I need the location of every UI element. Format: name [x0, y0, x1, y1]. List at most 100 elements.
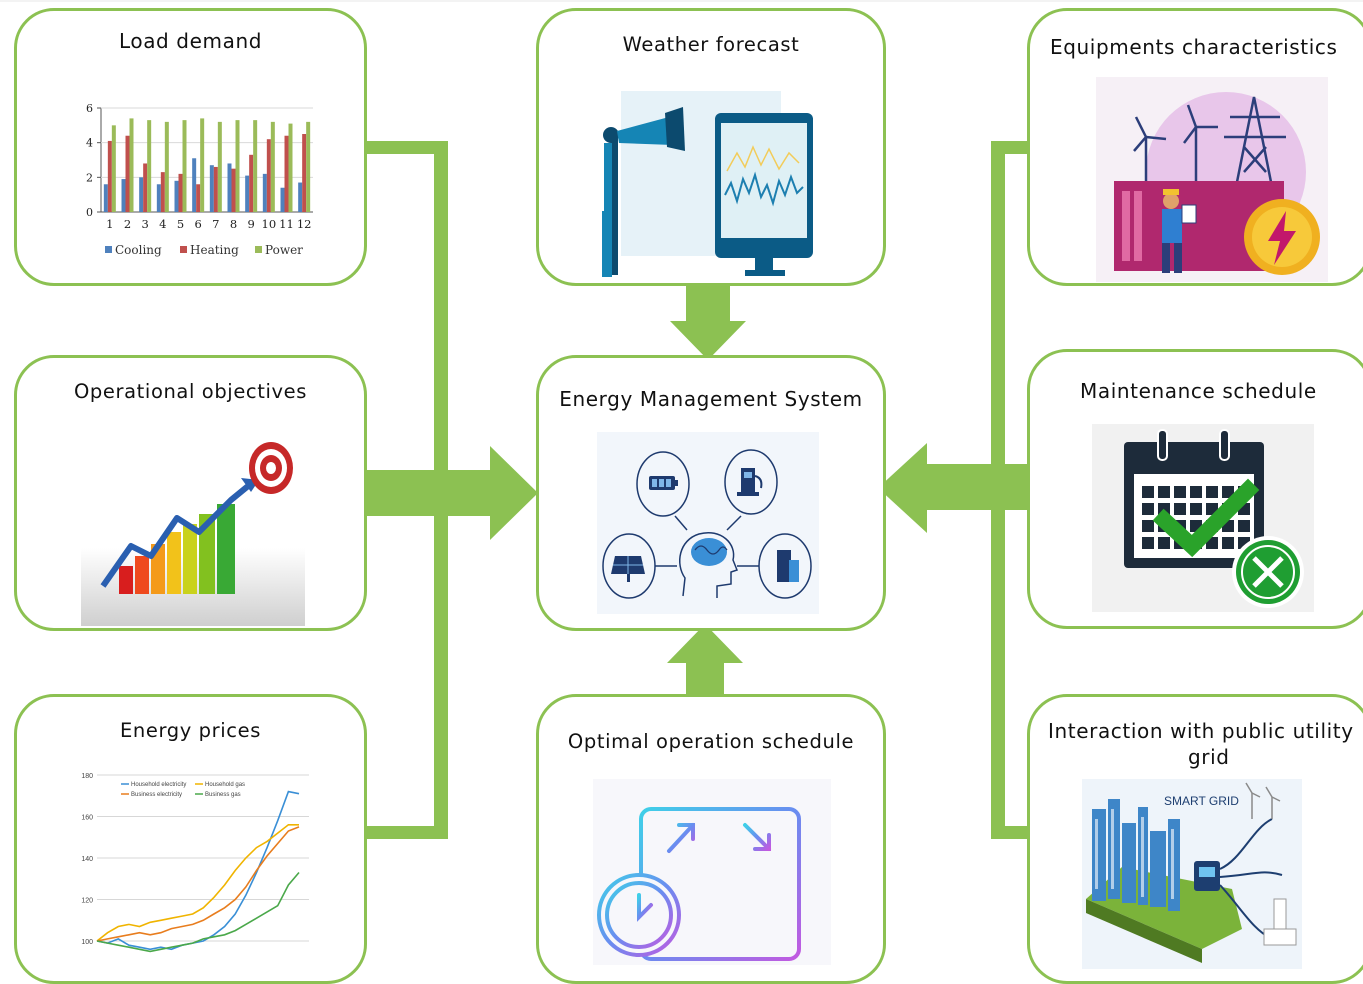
calendar-day-cell: [1142, 503, 1154, 515]
ems-building-node: [758, 533, 812, 599]
arrow-left-head: [490, 446, 538, 540]
ld-bar-cooling: [174, 180, 179, 212]
weather-forecast-title: Weather forecast: [622, 33, 800, 56]
ld-bar-power: [253, 120, 258, 212]
top-border: [0, 0, 1363, 2]
monitor-forecast-icon: [715, 113, 813, 276]
energy-management-system-title: Energy Management System: [559, 387, 863, 411]
calendar-day-cell: [1190, 486, 1202, 498]
calendar-day-cell: [1222, 486, 1234, 498]
optimal-operation-schedule-title: Optimal operation schedule: [567, 730, 855, 753]
calendar-day-cell: [1142, 537, 1154, 549]
calendar-day-cell: [1142, 520, 1154, 532]
ep-series-line: [96, 823, 299, 942]
ld-x-tick-label: 8: [230, 217, 237, 231]
ep-series-line: [96, 826, 300, 942]
maintenance-schedule-card: Maintenance schedule: [1027, 349, 1363, 629]
ep-legend-label: Business electricity: [131, 792, 182, 798]
arrow-down-icon: [743, 823, 771, 851]
ld-bar-cooling: [298, 182, 303, 212]
ld-bar-cooling: [139, 177, 144, 212]
ep-series-line: [96, 790, 300, 951]
ems-illustration: [597, 432, 819, 614]
calendar-day-cell: [1174, 503, 1186, 515]
operational-objectives-card: Operational objectives: [14, 355, 367, 631]
arrow-left-shaft: [362, 470, 492, 516]
ld-bar-power: [306, 121, 311, 212]
power-plant-icon: [1263, 898, 1297, 946]
ld-bar-cooling: [280, 187, 285, 212]
ld-x-tick-label: 6: [195, 217, 202, 231]
ld-bar-power: [270, 121, 275, 212]
arrow-bottom-head: [667, 624, 743, 663]
ld-x-tick-label: 12: [297, 217, 312, 231]
wind-turbine-icon: [1245, 782, 1281, 819]
ep-legend-label: Household gas: [205, 782, 245, 788]
ld-bar-cooling: [192, 158, 197, 212]
ld-bar-power: [164, 121, 169, 212]
ld-legend-label: Power: [265, 243, 303, 257]
ld-bar-power: [235, 120, 240, 212]
equipments-illustration: [1096, 77, 1328, 282]
ld-x-tick-label: 10: [262, 217, 277, 231]
battery-icon: [649, 476, 678, 490]
ld-bar-heating: [178, 173, 183, 212]
connector-load-demand: [362, 141, 448, 154]
engineer-icon: [1162, 189, 1197, 273]
arrow-bottom-shaft: [686, 662, 724, 699]
calendar-day-cell: [1142, 486, 1154, 498]
equipments-characteristics-card: Equipments characteristics: [1027, 8, 1363, 286]
trend-arrow: [100, 479, 255, 588]
energy-management-system-card: Energy Management System: [536, 355, 886, 631]
equipments-characteristics-title: Equipments characteristics: [1050, 35, 1338, 59]
checkmark-icon: [1152, 478, 1260, 558]
wind-turbine-icon: [1133, 104, 1218, 185]
ld-legend-label: Heating: [190, 243, 239, 257]
ld-bar-power: [129, 118, 134, 212]
ld-x-tick-label: 9: [248, 217, 255, 231]
optimal-schedule-illustration: [593, 779, 831, 965]
ep-legend-label: Business gas: [205, 792, 241, 798]
ld-bar-cooling: [156, 184, 161, 212]
calendar-day-cell: [1190, 503, 1202, 515]
ld-bar-heating: [249, 154, 254, 212]
arrow-up-icon: [667, 823, 695, 853]
connector-energy-prices: [362, 826, 448, 839]
arrow-right-head: [878, 443, 927, 533]
ld-y-tick-label: 2: [86, 171, 93, 184]
tools-icon: [1232, 536, 1304, 608]
person-telescope-icon: [602, 107, 685, 277]
ld-bar-cooling: [262, 173, 267, 212]
ld-bar-heating: [266, 139, 271, 212]
energy-prices-title: Energy prices: [120, 719, 261, 742]
ld-bar-cooling: [103, 184, 108, 212]
calendar-day-cell: [1158, 537, 1170, 549]
ld-bar-power: [111, 125, 116, 212]
ld-x-tick-label: 4: [159, 217, 166, 231]
interaction-title-line2: grid: [1188, 745, 1230, 769]
ld-legend-swatch: [105, 246, 112, 253]
ems-head-outline: [679, 531, 738, 598]
calendar-day-cell: [1158, 486, 1170, 498]
ep-legend-label: Household electricity: [131, 782, 186, 788]
smart-grid-label: SMART GRID: [1164, 794, 1239, 808]
ld-legend-swatch: [255, 246, 262, 253]
ld-bar-heating: [196, 184, 201, 212]
ld-bar-heating: [143, 163, 148, 212]
ep-y-tick-label: 160: [81, 815, 93, 822]
calendar-day-cell: [1206, 486, 1218, 498]
growth-bars: [119, 504, 235, 594]
ld-bar-power: [288, 123, 293, 212]
interaction-title-line1: Interaction with public utility: [1048, 719, 1354, 743]
building-icon: [777, 550, 799, 582]
ld-x-tick-label: 11: [279, 217, 294, 231]
ep-y-tick-label: 140: [81, 856, 93, 863]
ep-y-tick-label: 120: [81, 898, 93, 905]
ld-bar-cooling: [227, 163, 232, 212]
interaction-public-grid-card: Interaction with public utility grid SMA…: [1027, 694, 1363, 984]
ev-charger-icon: [737, 468, 763, 496]
ld-bar-cooling: [209, 165, 214, 212]
weather-illustration: [602, 91, 813, 277]
